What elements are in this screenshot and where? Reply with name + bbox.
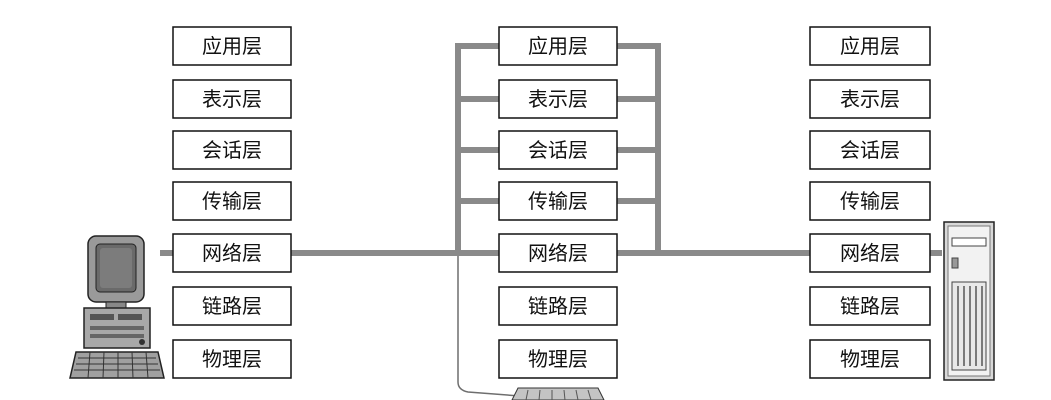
- right-layer-label-session: 会话层: [840, 138, 900, 162]
- left-layer-box-presentation: [172, 79, 292, 119]
- middle-stack: 应用层 表示层 会话层 传输层 网络层 链路层 物理层: [498, 26, 618, 379]
- middle-layer-box-presentation: [498, 79, 618, 119]
- left-layer-label-application: 应用层: [202, 34, 262, 58]
- left-layer-box-physical: [172, 339, 292, 379]
- left-layer-label-network: 网络层: [202, 241, 262, 265]
- left-layer-label-physical: 物理层: [202, 347, 262, 371]
- left-layer-box-session: [172, 130, 292, 170]
- middle-layer-box-physical: [498, 339, 618, 379]
- middle-layer-label-presentation: 表示层: [528, 87, 588, 111]
- middle-layer-label-physical: 物理层: [528, 347, 588, 371]
- middle-layer-box-transport: [498, 181, 618, 221]
- right-layer-box-application: [809, 26, 931, 66]
- network-switch-icon: [511, 387, 605, 400]
- middle-layer-label-session: 会话层: [528, 138, 588, 162]
- right-layer-box-physical: [809, 339, 931, 379]
- left-layer-label-session: 会话层: [202, 138, 262, 162]
- left-stack: 应用层 表示层 会话层 传输层 网络层 链路层 物理层: [172, 26, 292, 379]
- middle-layer-box-session: [498, 130, 618, 170]
- right-layer-box-session: [809, 130, 931, 170]
- left-layer-box-network: [172, 233, 292, 273]
- left-layer-box-transport: [172, 181, 292, 221]
- right-layer-label-application: 应用层: [840, 34, 900, 58]
- right-layer-label-network: 网络层: [840, 241, 900, 265]
- right-layer-box-network: [809, 233, 931, 273]
- left-layer-label-presentation: 表示层: [202, 87, 262, 111]
- middle-layer-box-datalink: [498, 286, 618, 326]
- middle-layer-label-application: 应用层: [528, 34, 588, 58]
- right-layer-box-presentation: [809, 79, 931, 119]
- middle-layer-label-datalink: 链路层: [528, 294, 588, 318]
- right-layer-box-transport: [809, 181, 931, 221]
- right-stack: 应用层 表示层 会话层 传输层 网络层 链路层 物理层: [809, 26, 931, 379]
- right-layer-box-datalink: [809, 286, 931, 326]
- left-layer-label-transport: 传输层: [202, 189, 262, 213]
- left-layer-label-datalink: 链路层: [202, 294, 262, 318]
- tower-server-icon: [943, 221, 995, 381]
- right-layer-label-transport: 传输层: [840, 189, 900, 213]
- switch-cable: [457, 256, 521, 397]
- right-layer-label-physical: 物理层: [840, 347, 900, 371]
- middle-layer-box-application: [498, 26, 618, 66]
- middle-layer-label-transport: 传输层: [528, 189, 588, 213]
- right-layer-label-datalink: 链路层: [840, 294, 900, 318]
- desktop-computer-icon: [69, 235, 165, 379]
- left-layer-box-datalink: [172, 286, 292, 326]
- left-layer-box-application: [172, 26, 292, 66]
- right-layer-label-presentation: 表示层: [840, 87, 900, 111]
- middle-layer-label-network: 网络层: [528, 241, 588, 265]
- middle-layer-box-network: [498, 233, 618, 273]
